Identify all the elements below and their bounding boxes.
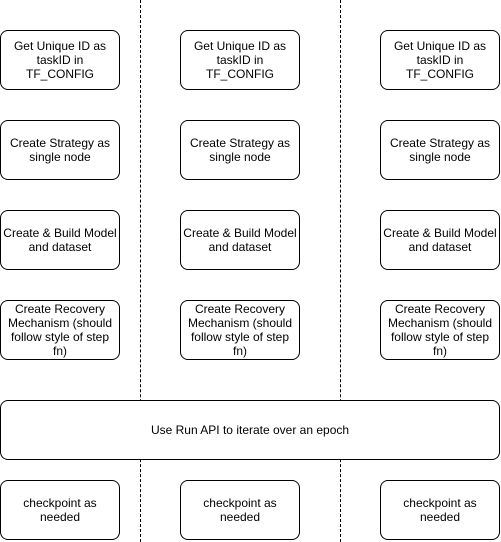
build-model-node: Create & Build Model and dataset [180, 210, 300, 270]
column-divider [340, 0, 341, 542]
recovery-mechanism-node: Create Recovery Mechanism (should follow… [380, 300, 500, 360]
create-strategy-node: Create Strategy as single node [0, 120, 120, 180]
get-unique-id-node: Get Unique ID as taskID in TF_CONFIG [380, 30, 500, 90]
checkpoint-node: checkpoint as needed [180, 480, 300, 540]
recovery-mechanism-node: Create Recovery Mechanism (should follow… [0, 300, 120, 360]
checkpoint-node: checkpoint as needed [380, 480, 500, 540]
build-model-node: Create & Build Model and dataset [380, 210, 500, 270]
checkpoint-node: checkpoint as needed [0, 480, 120, 540]
get-unique-id-node: Get Unique ID as taskID in TF_CONFIG [180, 30, 300, 90]
build-model-node: Create & Build Model and dataset [0, 210, 120, 270]
column-divider [140, 0, 141, 542]
create-strategy-node: Create Strategy as single node [380, 120, 500, 180]
run-api-epoch-node: Use Run API to iterate over an epoch [0, 400, 500, 460]
recovery-mechanism-node: Create Recovery Mechanism (should follow… [180, 300, 300, 360]
get-unique-id-node: Get Unique ID as taskID in TF_CONFIG [0, 30, 120, 90]
create-strategy-node: Create Strategy as single node [180, 120, 300, 180]
